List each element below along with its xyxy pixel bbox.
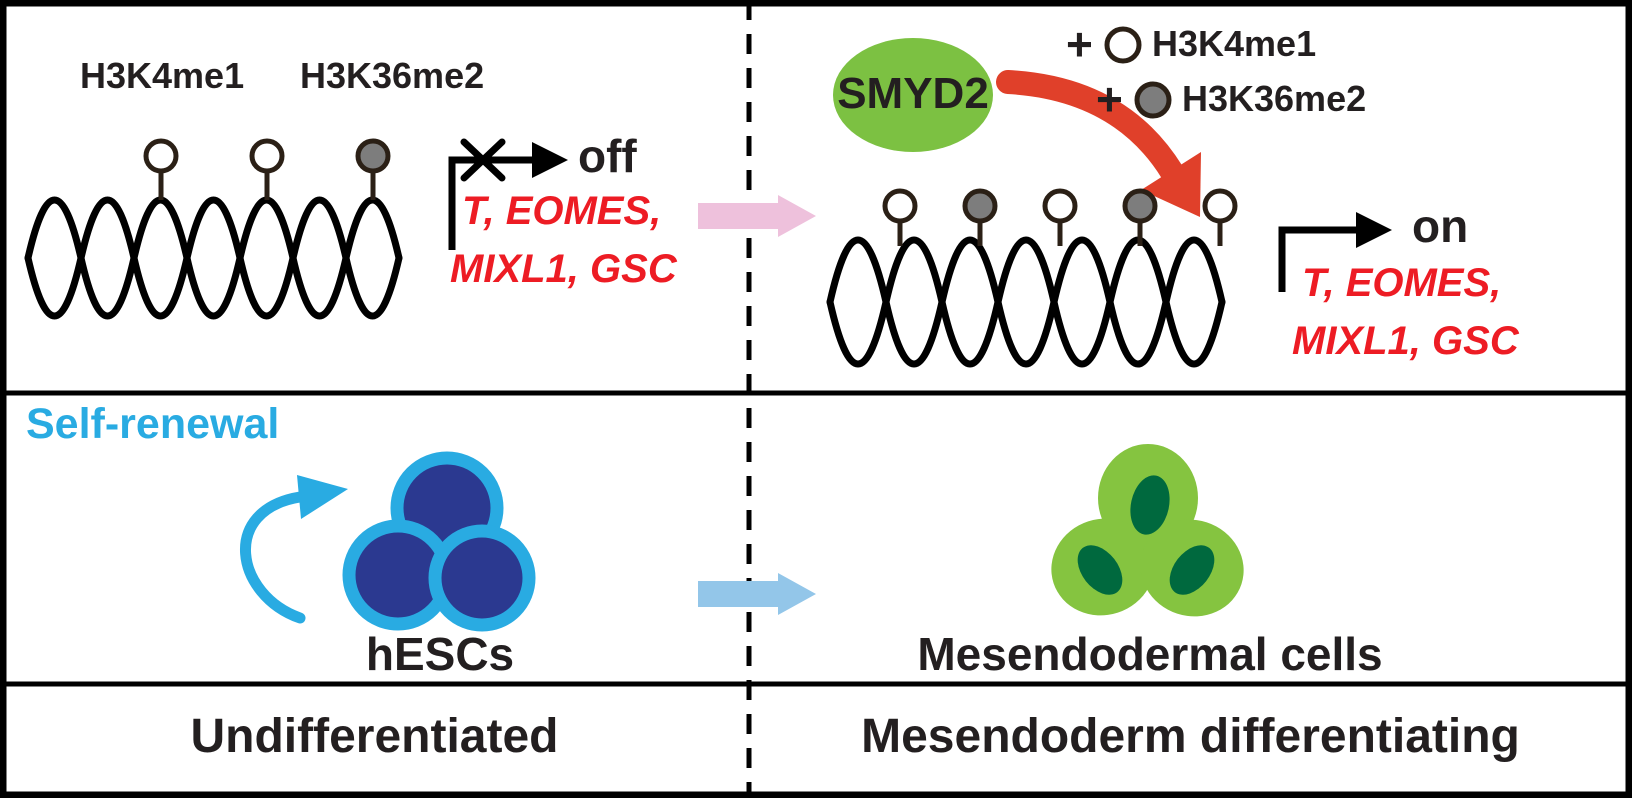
hesc-cell-cluster (342, 451, 536, 632)
legend-plus-2: + (1096, 73, 1123, 125)
legend-h3k36me2-mark-icon (1134, 81, 1172, 119)
histone-lollipop-h3k36me2-1 (355, 138, 391, 200)
histone-lollipop-h3k4me1-1 (143, 138, 179, 200)
mesendoderm-differentiating-label: Mesendoderm differentiating (861, 710, 1520, 763)
histone-lollipop-right-3 (1042, 188, 1078, 246)
dna-helix-right (826, 236, 1226, 368)
legend-h3k4me1-label: H3K4me1 (1152, 23, 1317, 64)
mesendodermal-cells-label: Mesendodermal cells (917, 628, 1383, 680)
blocked-x-mark-icon (460, 138, 506, 182)
self-renewal-label: Self-renewal (26, 400, 280, 448)
pink-transition-arrow (698, 195, 816, 237)
self-renewal-arrow (240, 475, 348, 624)
genes-line1-left: T, EOMES, (462, 189, 662, 233)
histone-lollipop-h3k4me1-2 (249, 138, 285, 200)
genes-line2-right: MIXL1, GSC (1292, 319, 1519, 363)
dna-helix-left (24, 196, 403, 320)
red-catalysis-arrow (996, 70, 1201, 217)
hescs-label: hESCs (365, 628, 515, 680)
blue-transition-arrow (698, 573, 816, 615)
histone-lollipop-right-4 (1122, 188, 1158, 246)
smyd2-enzyme-ellipse (833, 38, 993, 152)
gene-state-off-label: off (578, 130, 637, 182)
transcription-arrow-right (1278, 212, 1392, 292)
genes-line1-right: T, EOMES, (1302, 261, 1502, 305)
histone-lollipop-right-1 (882, 188, 918, 246)
undifferentiated-label: Undifferentiated (190, 710, 559, 763)
smyd2-label: SMYD2 (837, 69, 989, 118)
gene-state-on-label: on (1412, 200, 1469, 252)
histone-lollipop-right-5 (1202, 188, 1238, 246)
genes-line2-left: MIXL1, GSC (450, 247, 677, 291)
legend-h3k4me1-mark-icon (1104, 26, 1142, 64)
mesendoderm-cell-cluster (1051, 444, 1244, 617)
legend-plus-1: + (1066, 18, 1093, 70)
transcription-arrow-left (448, 142, 568, 250)
h3k4me1-label-left: H3K4me1 (80, 55, 245, 96)
histone-lollipop-right-2 (962, 188, 998, 246)
legend-h3k36me2-label: H3K36me2 (1182, 78, 1367, 119)
h3k36me2-label-left: H3K36me2 (300, 55, 485, 96)
